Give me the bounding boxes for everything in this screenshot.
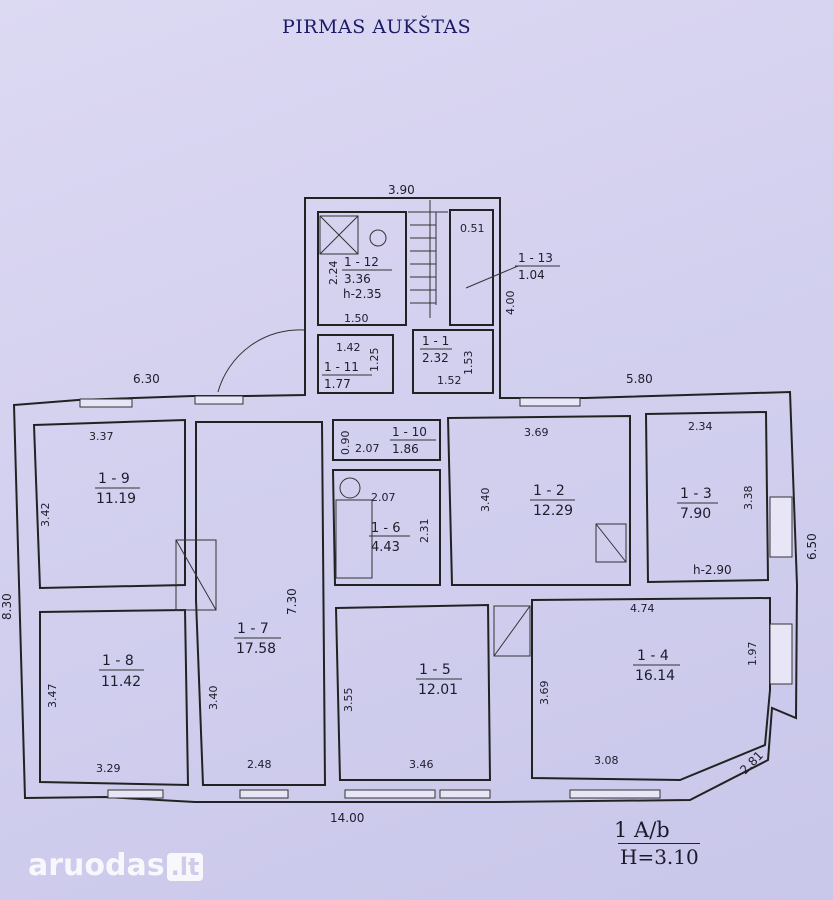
dim-142: 1.42 bbox=[336, 341, 361, 354]
room-height: h-2.90 bbox=[693, 563, 732, 577]
room-1-2: 1 - 2 12.29 bbox=[530, 483, 575, 519]
dim-329: 3.29 bbox=[96, 762, 121, 775]
dim-342: 3.42 bbox=[39, 503, 52, 528]
dim-125: 1.25 bbox=[368, 348, 381, 373]
room-area: 7.90 bbox=[680, 506, 711, 522]
room-1-9: 1 - 9 11.19 bbox=[95, 471, 140, 507]
dim-248: 2.48 bbox=[247, 758, 272, 771]
page-title: PIRMAS AUKŠTAS bbox=[282, 16, 472, 38]
dim-207b: 2.07 bbox=[371, 491, 396, 504]
dim-340b: 3.40 bbox=[207, 686, 220, 711]
room-area: 2.32 bbox=[422, 351, 449, 365]
room-1-4: 1 - 4 16.14 bbox=[633, 648, 680, 684]
room-area: 16.14 bbox=[635, 668, 675, 684]
room-area: 12.29 bbox=[533, 503, 573, 519]
room-1-7: 1 - 7 17.58 bbox=[234, 621, 281, 657]
dim-474: 4.74 bbox=[630, 602, 655, 615]
room-1-10: 1 - 10 1.86 bbox=[390, 425, 436, 456]
dim-730: 7.30 bbox=[285, 588, 299, 615]
room-area: 1.86 bbox=[392, 442, 419, 456]
dim-bottom: 14.00 bbox=[330, 811, 364, 825]
room-id: 1 - 12 bbox=[344, 255, 379, 269]
dim-150: 1.50 bbox=[344, 312, 369, 325]
room-1-13: 1 - 13 1.04 bbox=[465, 251, 560, 289]
floor-height-label: H=3.10 bbox=[620, 845, 699, 869]
room-1-3: 1 - 3 7.90 h-2.90 bbox=[677, 486, 732, 577]
room-area: 1.04 bbox=[518, 268, 545, 282]
room-1-8: 1 - 8 11.42 bbox=[99, 653, 144, 690]
room-id: 1 - 3 bbox=[680, 486, 712, 502]
room-area: 3.36 bbox=[344, 272, 371, 286]
dim-197: 1.97 bbox=[746, 642, 759, 667]
dim-152: 1.52 bbox=[437, 374, 462, 387]
room-id: 1 - 1 bbox=[422, 334, 449, 348]
dim-346: 3.46 bbox=[409, 758, 434, 771]
dim-338: 3.38 bbox=[742, 486, 755, 511]
room-id: 1 - 13 bbox=[518, 251, 553, 265]
room-area: 4.43 bbox=[371, 540, 400, 555]
dim-340a: 3.40 bbox=[479, 488, 492, 513]
watermark-tld: .lt bbox=[166, 853, 204, 881]
dim-400: 4.00 bbox=[504, 291, 517, 316]
room-area: 12.01 bbox=[418, 682, 458, 698]
room-area: 11.19 bbox=[96, 491, 136, 507]
room-1-6: 1 - 6 4.43 bbox=[369, 521, 410, 555]
room-1-1: 1 - 1 2.32 bbox=[420, 334, 452, 365]
dim-top-stair: 3.90 bbox=[388, 183, 415, 197]
dim-207a: 2.07 bbox=[355, 442, 380, 455]
dim-347: 3.47 bbox=[46, 684, 59, 709]
room-id: 1 - 4 bbox=[637, 648, 669, 664]
dim-090: 0.90 bbox=[339, 431, 352, 456]
room-height: h-2.35 bbox=[343, 287, 382, 301]
room-id: 1 - 8 bbox=[102, 653, 134, 669]
dim-153: 1.53 bbox=[462, 351, 475, 376]
dim-337: 3.37 bbox=[89, 430, 114, 443]
dim-369b: 3.69 bbox=[538, 681, 551, 706]
dim-369a: 3.69 bbox=[524, 426, 549, 439]
dim-224: 2.24 bbox=[327, 261, 340, 286]
outer-walls bbox=[12, 197, 799, 803]
room-1-5: 1 - 5 12.01 bbox=[416, 662, 462, 698]
room-id: 1 - 6 bbox=[371, 521, 401, 536]
room-area: 17.58 bbox=[236, 641, 276, 657]
dim-355: 3.55 bbox=[342, 688, 355, 713]
room-id: 1 - 11 bbox=[324, 360, 359, 374]
dim-right-side: 6.50 bbox=[805, 533, 819, 560]
room-area: 1.77 bbox=[324, 377, 351, 391]
room-id: 1 - 9 bbox=[98, 471, 130, 487]
watermark-brand: aruodas bbox=[28, 848, 165, 883]
room-1-11: 1 - 11 1.77 bbox=[322, 360, 372, 391]
dim-left-top: 6.30 bbox=[133, 372, 160, 386]
room-id: 1 - 2 bbox=[533, 483, 565, 499]
aruodas-logo: aruodas.lt bbox=[28, 848, 204, 883]
dim-left-side: 8.30 bbox=[0, 593, 14, 620]
room-area: 11.42 bbox=[101, 674, 141, 690]
dim-051: 0.51 bbox=[460, 222, 485, 235]
dim-right-top: 5.80 bbox=[626, 372, 653, 386]
dim-308: 3.08 bbox=[594, 754, 619, 767]
dim-234: 2.34 bbox=[688, 420, 713, 433]
room-id: 1 - 10 bbox=[392, 425, 427, 439]
room-id: 1 - 5 bbox=[419, 662, 451, 678]
room-1-12: 1 - 12 3.36 h-2.35 bbox=[342, 255, 392, 301]
stamp-divider bbox=[618, 843, 700, 844]
floor-code-label: 1 A/b bbox=[614, 818, 670, 842]
dim-231: 2.31 bbox=[418, 519, 431, 544]
room-id: 1 - 7 bbox=[237, 621, 269, 637]
